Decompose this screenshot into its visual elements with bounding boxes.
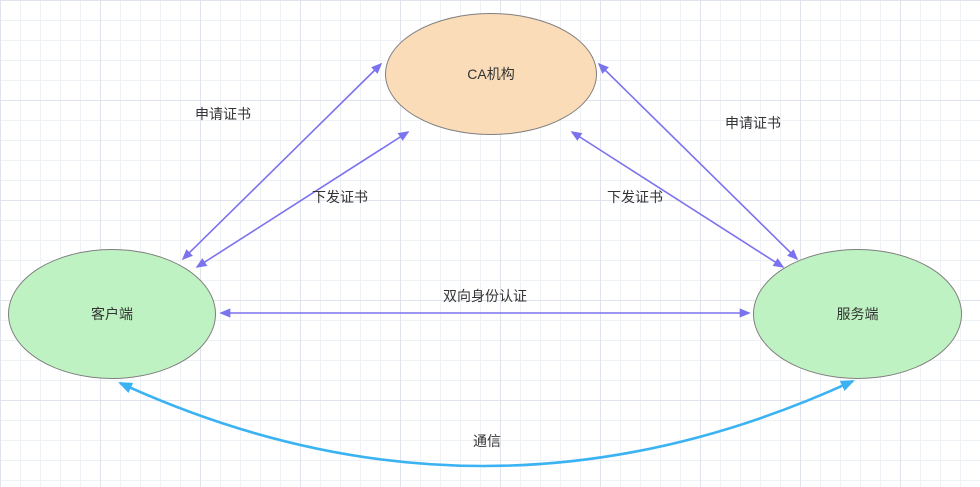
edge-label-server-issue: 下发证书 [607,189,663,205]
edge-server-ca-apply[interactable] [597,62,799,261]
edge-ca-client-issue[interactable] [195,131,410,268]
edge-client-ca-apply[interactable] [181,62,383,261]
edge-label-client-issue: 下发证书 [312,189,368,205]
node-server[interactable]: 服务端 [753,249,962,379]
edge-ca-server-issue[interactable] [570,131,785,268]
edge-label-communication: 通信 [473,433,501,449]
node-client-label: 客户端 [91,306,133,322]
node-ca[interactable]: CA机构 [385,13,597,135]
edge-label-client-apply: 申请证书 [195,106,251,122]
edge-label-server-apply: 申请证书 [725,115,781,131]
edge-label-mutual-auth: 双向身份认证 [443,288,527,304]
node-client[interactable]: 客户端 [8,249,216,379]
edge-communication[interactable] [118,379,855,468]
node-server-label: 服务端 [836,306,879,322]
node-ca-label: CA机构 [467,66,515,82]
